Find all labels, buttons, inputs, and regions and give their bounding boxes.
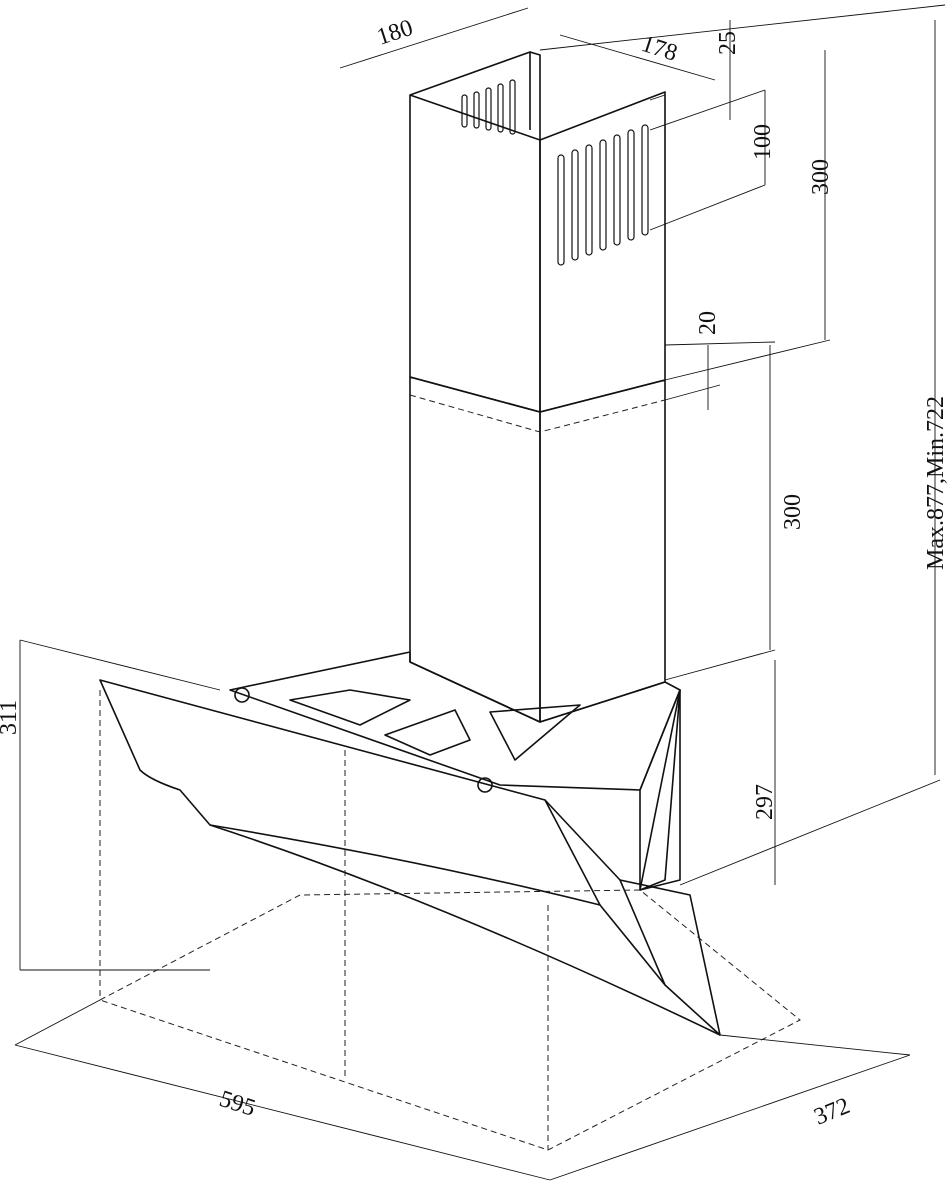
upper-chimney: [409, 51, 666, 413]
dim-total-height: Max.877,Min.722: [923, 396, 949, 570]
glass-panel: [99, 679, 721, 1036]
dim-372: 372: [811, 1093, 854, 1131]
dim-178: 178: [638, 31, 680, 67]
dim-311: 311: [0, 700, 22, 735]
dim-100: 100: [750, 124, 776, 160]
footprint-lines: [99, 690, 801, 1151]
dim-297: 297: [752, 784, 778, 820]
lower-chimney: [409, 376, 666, 723]
vent-slots-left: [461, 79, 516, 135]
dimension-lines: [14, 4, 946, 1181]
dim-300-lower: 300: [780, 494, 806, 530]
vent-slots-right: [557, 124, 649, 266]
dim-300-upper: 300: [808, 159, 834, 195]
dim-20: 20: [695, 311, 721, 335]
hood-body: [229, 651, 681, 891]
dim-25: 25: [715, 31, 741, 55]
dim-595: 595: [216, 1086, 258, 1122]
